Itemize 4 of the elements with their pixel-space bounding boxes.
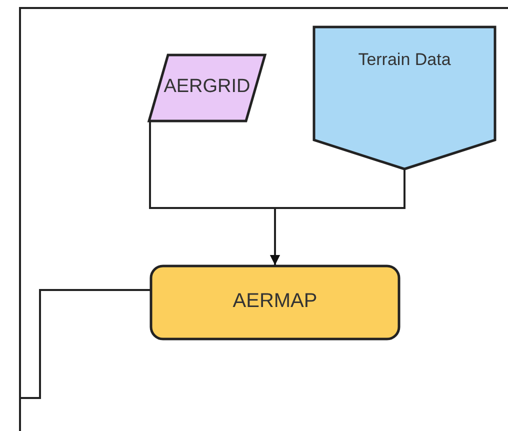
connector-arrow (270, 170, 406, 265)
node-label: AERGRID (162, 76, 252, 98)
node-label: AERMAP (232, 290, 318, 313)
node-label: Terrain Data (357, 50, 452, 70)
